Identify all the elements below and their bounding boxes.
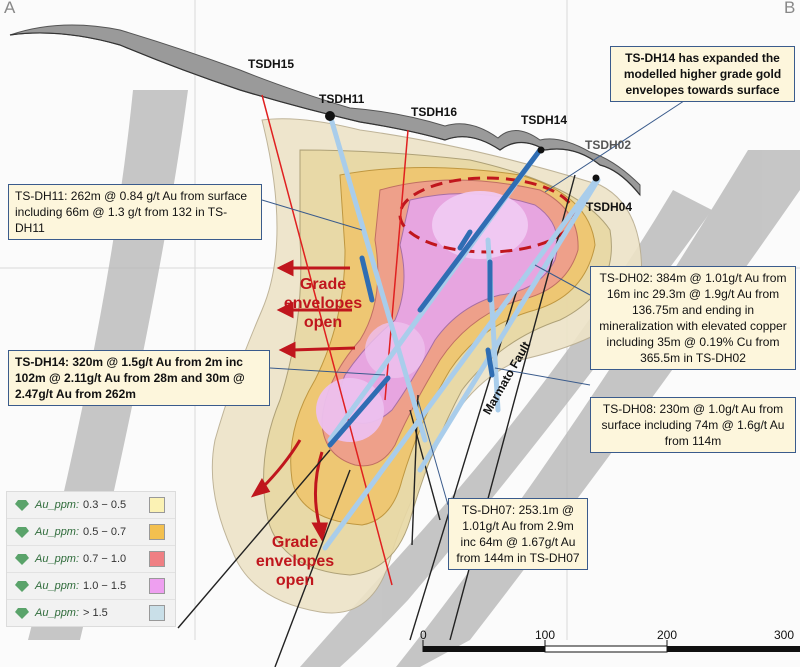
gem-icon — [15, 554, 29, 565]
callout-line: TS-DH11: 262m @ 0.84 g/t Au from surface — [15, 189, 248, 203]
scale-tick-300: 300 — [774, 628, 795, 642]
callout-line: 365.5m in TS-DH02 — [640, 351, 746, 365]
legend-row: Au_ppm: 0.3 − 0.5 — [7, 492, 175, 519]
section-corner-b: B — [784, 0, 796, 17]
hole-label-tsdh14: TSDH14 — [521, 113, 568, 127]
callout-line: 2.47g/t Au from 262m — [15, 387, 136, 401]
callout-tsdh14-expansion: TS-DH14 has expanded the modelled higher… — [610, 46, 795, 102]
legend-range: 0.3 − 0.5 — [83, 499, 127, 511]
legend-row: Au_ppm: 1.0 − 1.5 — [7, 573, 175, 600]
callout-tsdh02-result: TS-DH02: 384m @ 1.01g/t Au from 16m inc … — [590, 266, 796, 370]
callout-line: TS-DH14 has expanded the — [625, 51, 780, 65]
grade-envelopes-open-upper: Grade envelopes open — [282, 275, 364, 332]
legend-swatch — [149, 497, 165, 513]
legend-label: Au_ppm: — [35, 499, 80, 511]
legend-swatch — [149, 524, 165, 540]
annotation-line: open — [303, 314, 343, 331]
legend-swatch — [149, 578, 165, 594]
gem-icon — [15, 527, 29, 538]
hole-label-tsdh11: TSDH11 — [319, 92, 365, 106]
grade-envelopes-open-lower: Grade envelopes open — [250, 533, 340, 590]
callout-line: TS-DH14: 320m @ 1.5g/t Au from 2m inc — [15, 355, 243, 369]
legend-swatch — [149, 551, 165, 567]
callout-line: envelopes towards surface — [625, 83, 780, 97]
legend-range: 0.5 − 0.7 — [83, 526, 127, 538]
scale-tick-200: 200 — [657, 628, 678, 642]
hole-label-tsdh02: TSDH02 — [585, 138, 632, 152]
callout-tsdh08-result: TS-DH08: 230m @ 1.0g/t Au from surface i… — [590, 397, 796, 453]
hole-label-tsdh16: TSDH16 — [411, 105, 458, 119]
callout-leaders — [261, 96, 691, 506]
annotation-line: envelopes — [283, 295, 363, 312]
callout-tsdh11-result: TS-DH11: 262m @ 0.84 g/t Au from surface… — [8, 184, 262, 240]
topographic-surface — [9, 24, 641, 197]
callout-line: TS-DH07: 253.1m @ — [461, 503, 575, 517]
callout-line: including 35m @ 0.19% Cu from — [606, 335, 780, 349]
callout-line: inc 64m @ 1.67g/t Au — [460, 535, 576, 549]
high-grade-intervals — [327, 147, 543, 448]
callout-line: mineralization with elevated copper — [599, 319, 787, 333]
drill-collars — [325, 111, 600, 182]
callout-line: 136.75m and ending in — [631, 303, 755, 317]
callout-line: TS-DH02: 384m @ 1.01g/t Au from — [599, 271, 787, 285]
scale-bar — [422, 640, 800, 653]
legend-row: Au_ppm: > 1.5 — [7, 600, 175, 626]
callout-line: including 66m @ 1.3 g/t from 132 in TS-D… — [15, 205, 228, 235]
legend-label: Au_ppm: — [35, 526, 80, 538]
callout-line: TS-DH08: 230m @ 1.0g/t Au from — [602, 402, 784, 416]
callout-line: from 144m in TS-DH07 — [456, 551, 580, 565]
section-corner-a: A — [4, 0, 16, 17]
callout-line: 1.01g/t Au from 2.9m — [462, 519, 574, 533]
legend-range: 1.0 − 1.5 — [83, 580, 127, 592]
callout-tsdh14-result: TS-DH14: 320m @ 1.5g/t Au from 2m inc 10… — [8, 350, 270, 406]
legend-row: Au_ppm: 0.7 − 1.0 — [7, 546, 175, 573]
gem-icon — [15, 500, 29, 511]
legend-label: Au_ppm: — [35, 553, 80, 565]
legend-range: > 1.5 — [83, 607, 108, 619]
scale-tick-0: 0 — [420, 628, 427, 642]
callout-line: 102m @ 2.11g/t Au from 28m and 30m @ — [15, 371, 245, 385]
callout-line: 16m inc 29.3m @ 1.9g/t Au from — [606, 287, 780, 301]
callout-tsdh07-result: TS-DH07: 253.1m @ 1.01g/t Au from 2.9m i… — [448, 498, 588, 570]
annotation-line: envelopes — [255, 553, 335, 570]
legend-row: Au_ppm: 0.5 − 0.7 — [7, 519, 175, 546]
legend-label: Au_ppm: — [35, 580, 80, 592]
legend-label: Au_ppm: — [35, 607, 80, 619]
hole-label-tsdh15: TSDH15 — [248, 57, 295, 71]
gem-icon — [15, 581, 29, 592]
callout-line: surface including 74m @ 1.6g/t Au — [601, 418, 785, 432]
grade-legend: Au_ppm: 0.3 − 0.5 Au_ppm: 0.5 − 0.7 Au_p… — [6, 491, 176, 627]
gem-icon — [15, 608, 29, 619]
callout-line: modelled higher grade gold — [623, 67, 782, 81]
open-arrows — [250, 259, 356, 542]
legend-swatch — [149, 605, 165, 621]
legend-range: 0.7 − 1.0 — [83, 553, 127, 565]
annotation-line: Grade — [271, 534, 319, 551]
annotation-line: open — [275, 572, 315, 589]
hole-label-tsdh04: TSDH04 — [586, 200, 633, 214]
annotation-line: Grade — [299, 276, 347, 293]
callout-line: from 114m — [664, 434, 722, 448]
scale-tick-100: 100 — [535, 628, 556, 642]
